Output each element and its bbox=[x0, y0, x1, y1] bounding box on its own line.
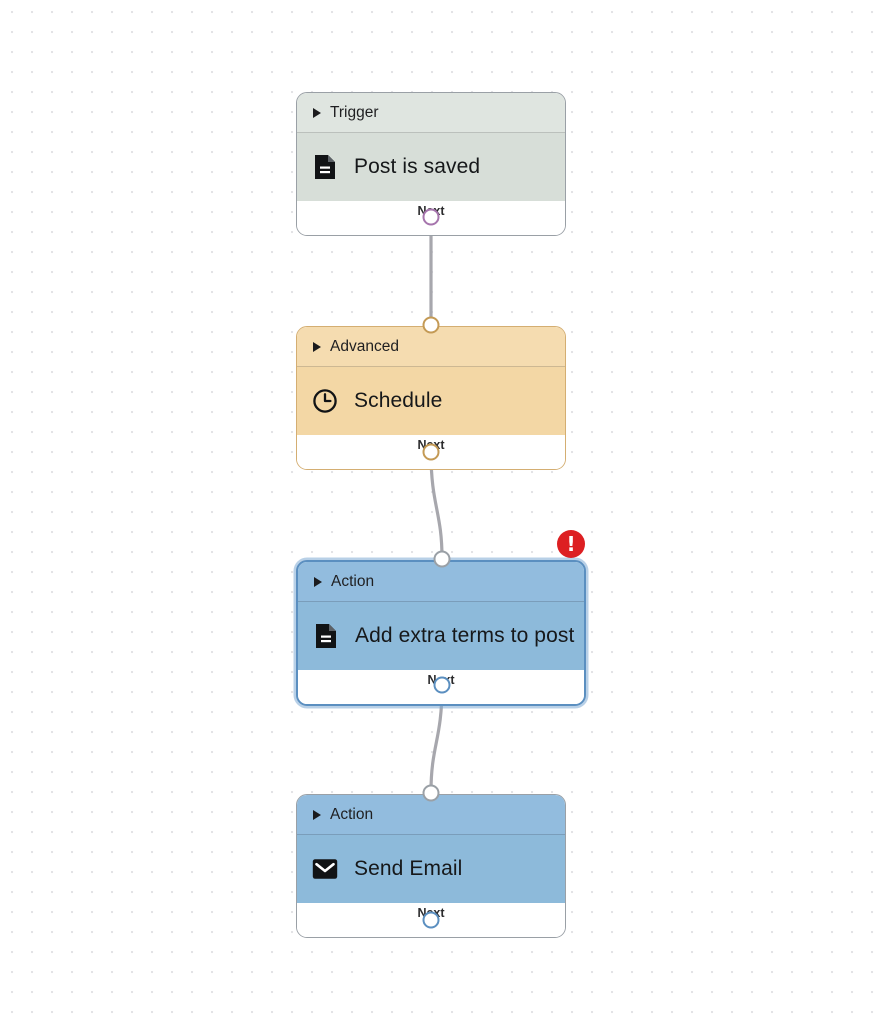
document-icon bbox=[312, 154, 338, 180]
error-badge[interactable]: ! bbox=[557, 530, 585, 558]
node-category-label: Trigger bbox=[330, 103, 379, 121]
node-title: Send Email bbox=[354, 857, 463, 880]
node-header[interactable]: Advanced bbox=[297, 327, 565, 367]
action-email-input-port[interactable] bbox=[422, 784, 440, 802]
disclosure-triangle-icon[interactable] bbox=[313, 809, 321, 820]
node-body[interactable]: Post is saved bbox=[297, 133, 565, 201]
node-title: Post is saved bbox=[354, 155, 481, 178]
disclosure-triangle-icon[interactable] bbox=[314, 576, 322, 587]
action-terms-input-port[interactable] bbox=[433, 550, 451, 568]
node-title: Add extra terms to post bbox=[355, 624, 575, 647]
disclosure-triangle-icon[interactable] bbox=[313, 107, 321, 118]
document-icon bbox=[313, 623, 339, 649]
advanced-input-port[interactable] bbox=[422, 316, 440, 334]
clock-icon bbox=[312, 388, 338, 414]
node-category-label: Action bbox=[331, 572, 375, 590]
node-title: Schedule bbox=[354, 389, 443, 412]
node-body[interactable]: Add extra terms to post bbox=[298, 602, 584, 670]
node-body[interactable]: Schedule bbox=[297, 367, 565, 435]
workflow-node-advanced-schedule[interactable]: AdvancedScheduleNext bbox=[296, 326, 566, 470]
action-email-output-port[interactable] bbox=[422, 911, 440, 929]
node-header[interactable]: Action bbox=[298, 562, 584, 602]
node-header[interactable]: Trigger bbox=[297, 93, 565, 133]
document-icon bbox=[316, 624, 336, 648]
envelope-icon bbox=[312, 859, 338, 879]
advanced-output-port[interactable] bbox=[422, 443, 440, 461]
trigger-output-port[interactable] bbox=[422, 208, 440, 226]
document-icon bbox=[315, 155, 335, 179]
node-body[interactable]: Send Email bbox=[297, 835, 565, 903]
clock-icon bbox=[313, 389, 337, 413]
envelope-icon bbox=[312, 856, 338, 882]
node-header[interactable]: Action bbox=[297, 795, 565, 835]
node-category-label: Advanced bbox=[330, 337, 399, 355]
disclosure-triangle-icon[interactable] bbox=[313, 341, 321, 352]
node-category-label: Action bbox=[330, 805, 374, 823]
action-terms-output-port[interactable] bbox=[433, 676, 451, 694]
